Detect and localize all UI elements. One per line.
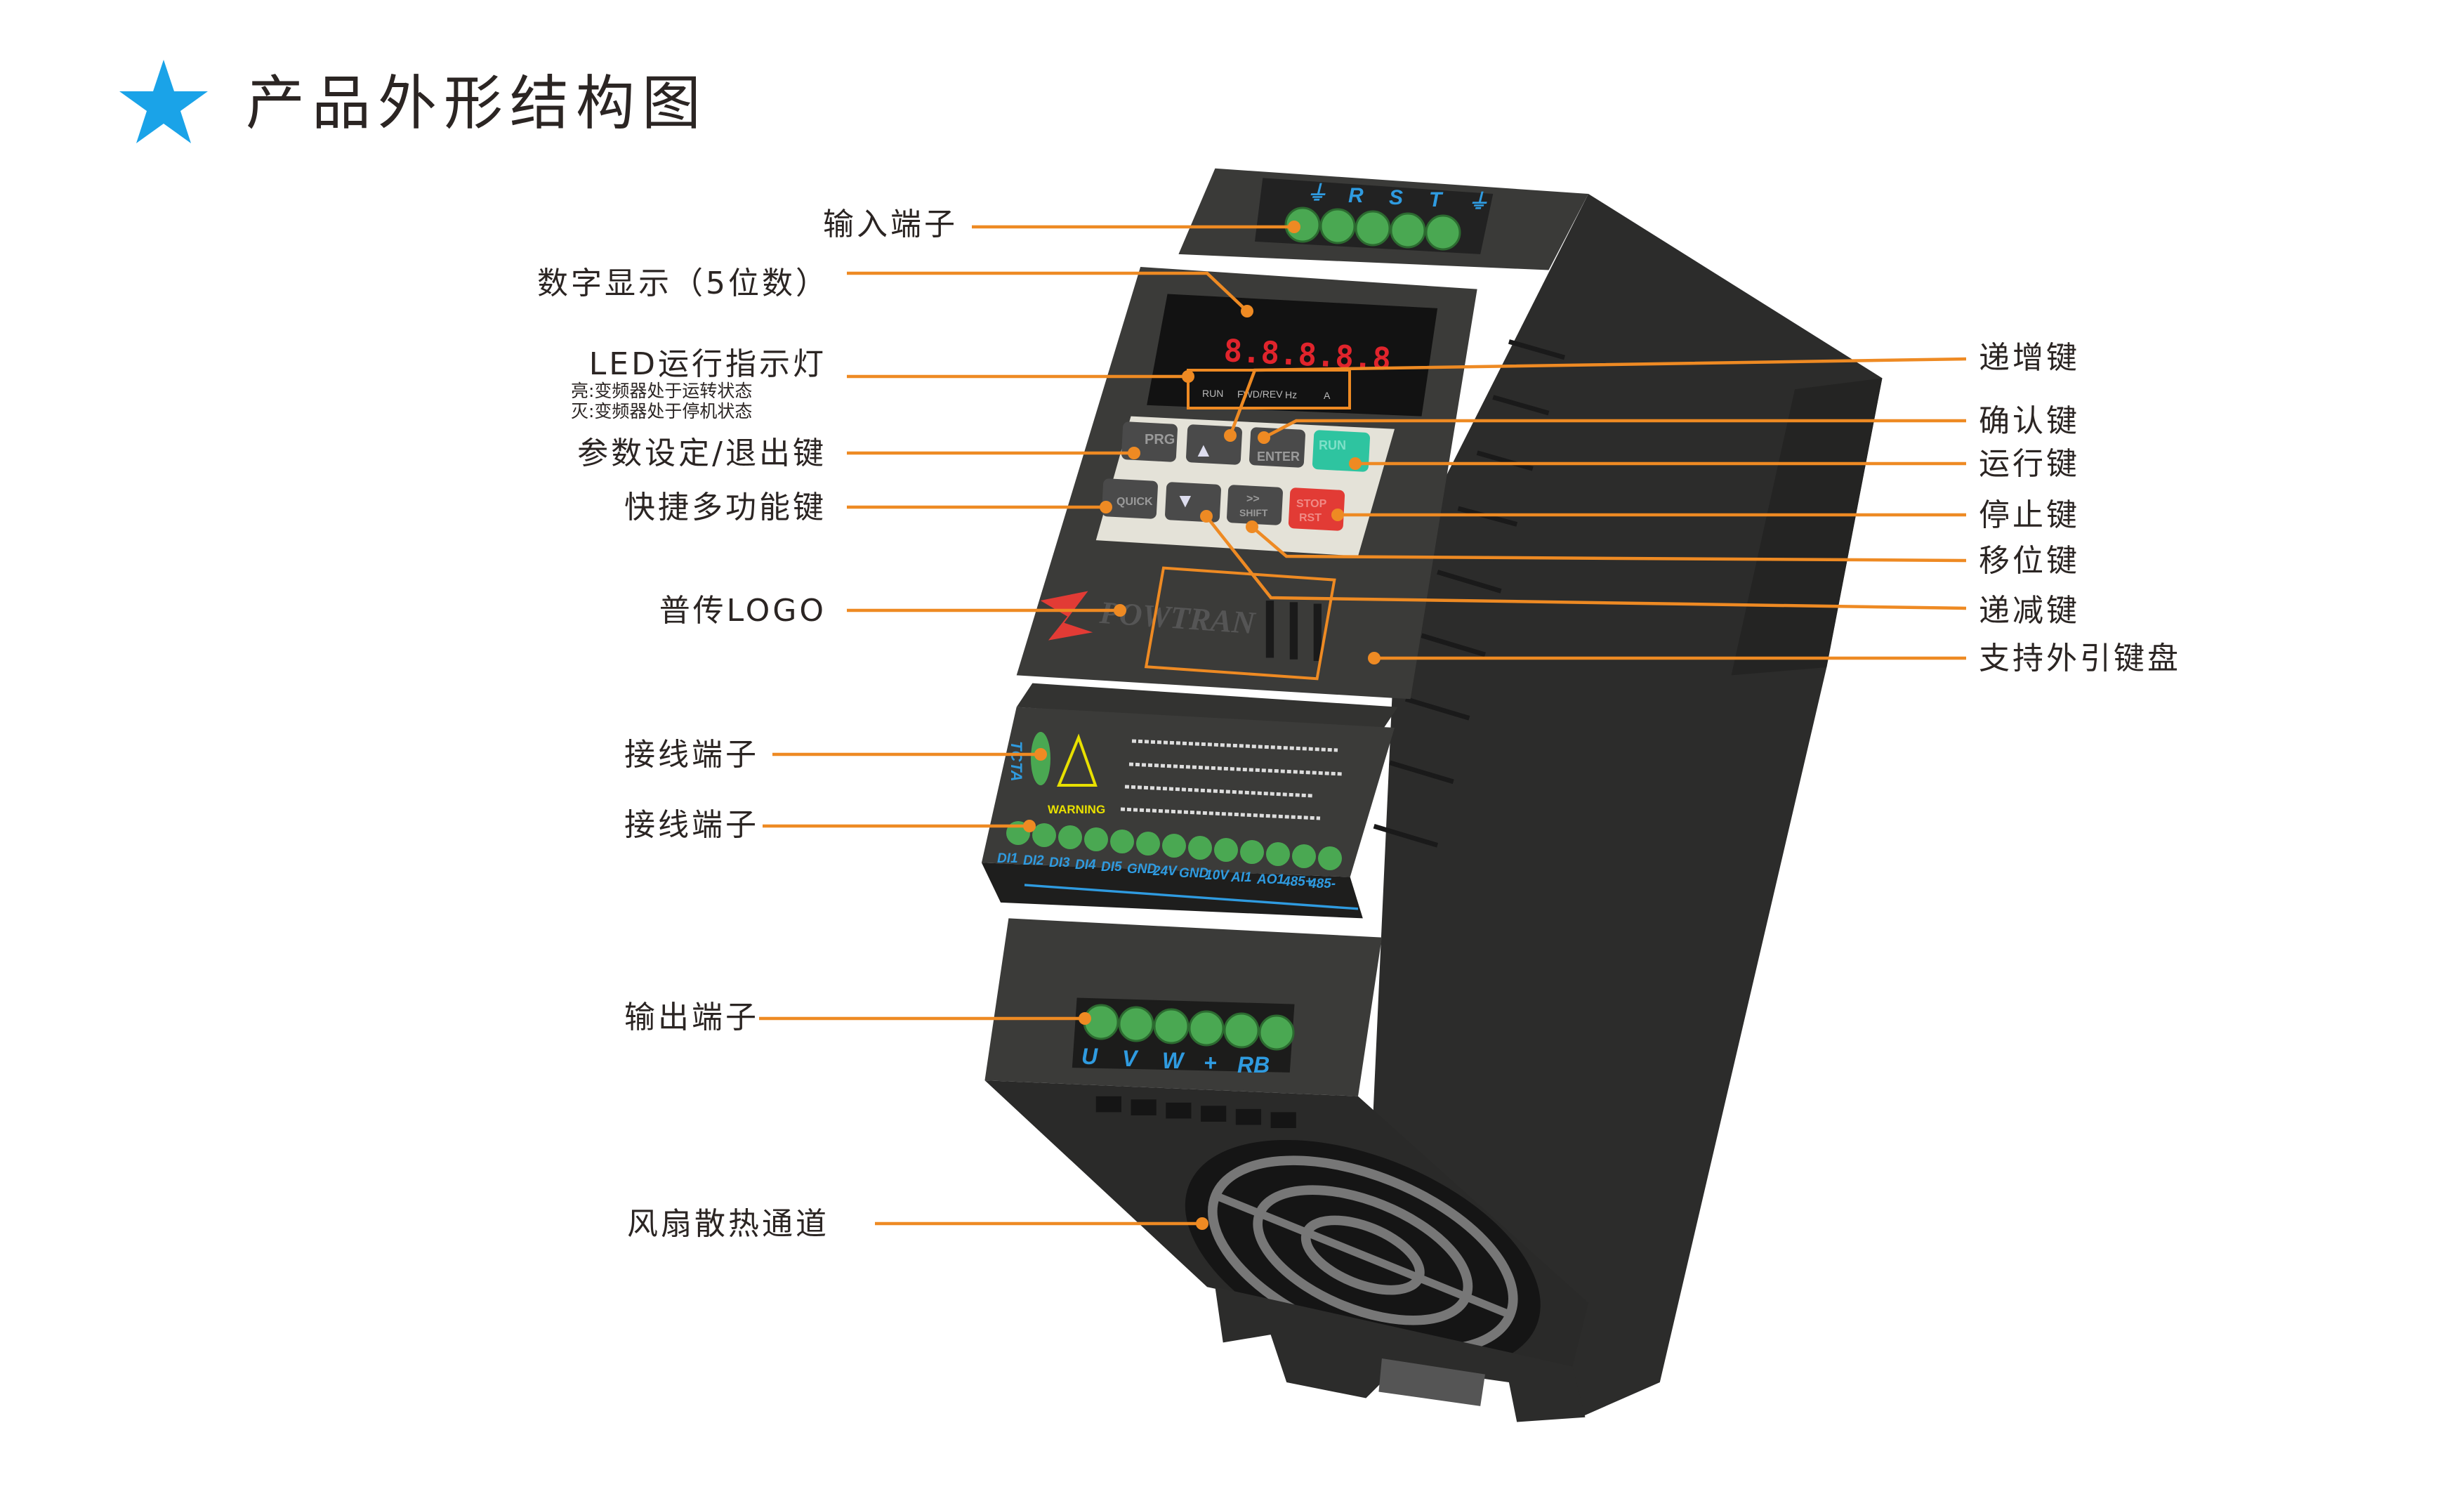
control-terminal-screw <box>1240 840 1264 864</box>
control-terminal-screw <box>1084 827 1108 851</box>
shift-key[interactable] <box>1227 485 1284 525</box>
display-window <box>1147 294 1438 417</box>
output-terminals: U V W + RB <box>1081 1004 1295 1077</box>
label-down-key: 递减键 <box>1979 593 2080 629</box>
label-enter-key: 确认键 <box>1979 403 2080 439</box>
svg-text:RUN: RUN <box>1202 388 1223 399</box>
control-terminal-screw <box>1292 844 1316 868</box>
svg-text:TC: TC <box>1008 741 1025 762</box>
label-quick-key: 快捷多功能键 <box>624 490 826 525</box>
control-terminal-label: DI1 <box>997 851 1018 866</box>
svg-text:QUICK: QUICK <box>1116 496 1153 508</box>
warning-text-lines <box>1120 739 1343 820</box>
svg-text:RST: RST <box>1299 512 1322 524</box>
label-led-indicator: LED运行指示灯 <box>589 346 826 382</box>
svg-text:R: R <box>1348 184 1364 207</box>
control-terminal-screw <box>1318 846 1342 870</box>
control-terminal-screw <box>1188 836 1212 860</box>
svg-text:T: T <box>1429 188 1444 211</box>
svg-text:STOP: STOP <box>1296 498 1327 510</box>
label-stop-key: 停止键 <box>1979 497 2080 533</box>
control-terminal-label: AI1 <box>1230 870 1252 885</box>
input-terminals: ⏚ R S T ⏚ <box>1284 182 1489 251</box>
svg-text:Hz: Hz <box>1285 389 1297 400</box>
svg-text:PRG: PRG <box>1145 432 1175 447</box>
leader-lines <box>759 221 1967 1230</box>
control-terminal-label: GND <box>1127 862 1157 877</box>
svg-text:⏚: ⏚ <box>1306 182 1327 205</box>
led-off-note: 灭:变频器处于停机状态 <box>571 401 752 421</box>
brand-logo-icon <box>1040 591 1093 641</box>
control-terminal-screw <box>1032 823 1056 847</box>
side-vents <box>1373 339 1566 848</box>
svg-text:FWD/REV: FWD/REV <box>1237 388 1283 400</box>
control-terminal-label: 485- <box>1308 877 1336 891</box>
svg-text:⏚: ⏚ <box>1468 190 1489 214</box>
svg-text:SHIFT: SHIFT <box>1239 507 1268 518</box>
control-terminal-screw <box>1058 825 1082 849</box>
control-terminal-label: DI2 <box>1023 853 1044 868</box>
control-terminal-screw <box>1136 832 1160 856</box>
label-run-key: 运行键 <box>1979 446 2080 482</box>
label-wiring-terminal-1: 接线端子 <box>624 737 759 773</box>
svg-text:▲: ▲ <box>1194 439 1213 461</box>
svg-text:ENTER: ENTER <box>1257 450 1300 464</box>
control-terminal-label: 24V <box>1152 864 1178 879</box>
label-output-terminal: 输出端子 <box>624 1000 759 1035</box>
warning-icon <box>1057 733 1098 787</box>
svg-text:V: V <box>1122 1046 1139 1071</box>
control-terminal-label: AO1 <box>1256 872 1284 887</box>
svg-text:RB: RB <box>1237 1052 1270 1077</box>
label-input-terminal: 输入端子 <box>823 207 958 242</box>
star-icon <box>119 60 208 143</box>
svg-text:S: S <box>1389 186 1403 209</box>
control-terminal-screw <box>1110 830 1134 853</box>
stop-reset-key[interactable] <box>1288 487 1345 531</box>
control-terminal-label: DI3 <box>1049 856 1070 870</box>
control-terminal-screw <box>1162 834 1186 858</box>
label-prg-key: 参数设定/退出键 <box>577 435 826 471</box>
control-terminal-screw <box>1266 842 1290 866</box>
svg-text:U: U <box>1081 1044 1098 1069</box>
label-shift-key: 移位键 <box>1979 543 2080 579</box>
label-external-keypad: 支持外引键盘 <box>1979 641 2181 676</box>
inverter-device: POWTRAN <box>981 168 1883 1422</box>
svg-text:RUN: RUN <box>1319 438 1346 452</box>
label-wiring-terminal-2: 接线端子 <box>624 807 759 843</box>
svg-text:▼: ▼ <box>1175 490 1195 511</box>
svg-text:A: A <box>1324 390 1331 401</box>
quick-key[interactable] <box>1102 478 1159 519</box>
control-terminal-label: DI5 <box>1101 860 1122 874</box>
control-terminal-label: 10V <box>1205 868 1230 883</box>
page-title: 产品外形结构图 <box>246 69 708 138</box>
led-on-note: 亮:变频器处于运转状态 <box>571 381 752 401</box>
control-terminal-label: GND <box>1179 866 1209 881</box>
svg-text:W: W <box>1162 1048 1185 1073</box>
label-fan: 风扇散热通道 <box>627 1206 829 1242</box>
control-terminal-label: DI4 <box>1075 858 1096 872</box>
svg-text:+: + <box>1204 1050 1217 1075</box>
label-up-key: 递增键 <box>1979 340 2080 376</box>
control-terminal-label: 485+ <box>1282 874 1313 889</box>
svg-text:TA: TA <box>1008 762 1025 782</box>
control-terminal-screw <box>1214 838 1238 862</box>
svg-text:>>: >> <box>1246 493 1260 505</box>
label-digital-display: 数字显示（5位数） <box>537 266 829 301</box>
label-logo: 普传LOGO <box>659 593 826 629</box>
device-side <box>1366 193 1883 1417</box>
external-keypad-highlight <box>1144 566 1336 681</box>
warning-label: WARNING <box>1048 803 1105 816</box>
